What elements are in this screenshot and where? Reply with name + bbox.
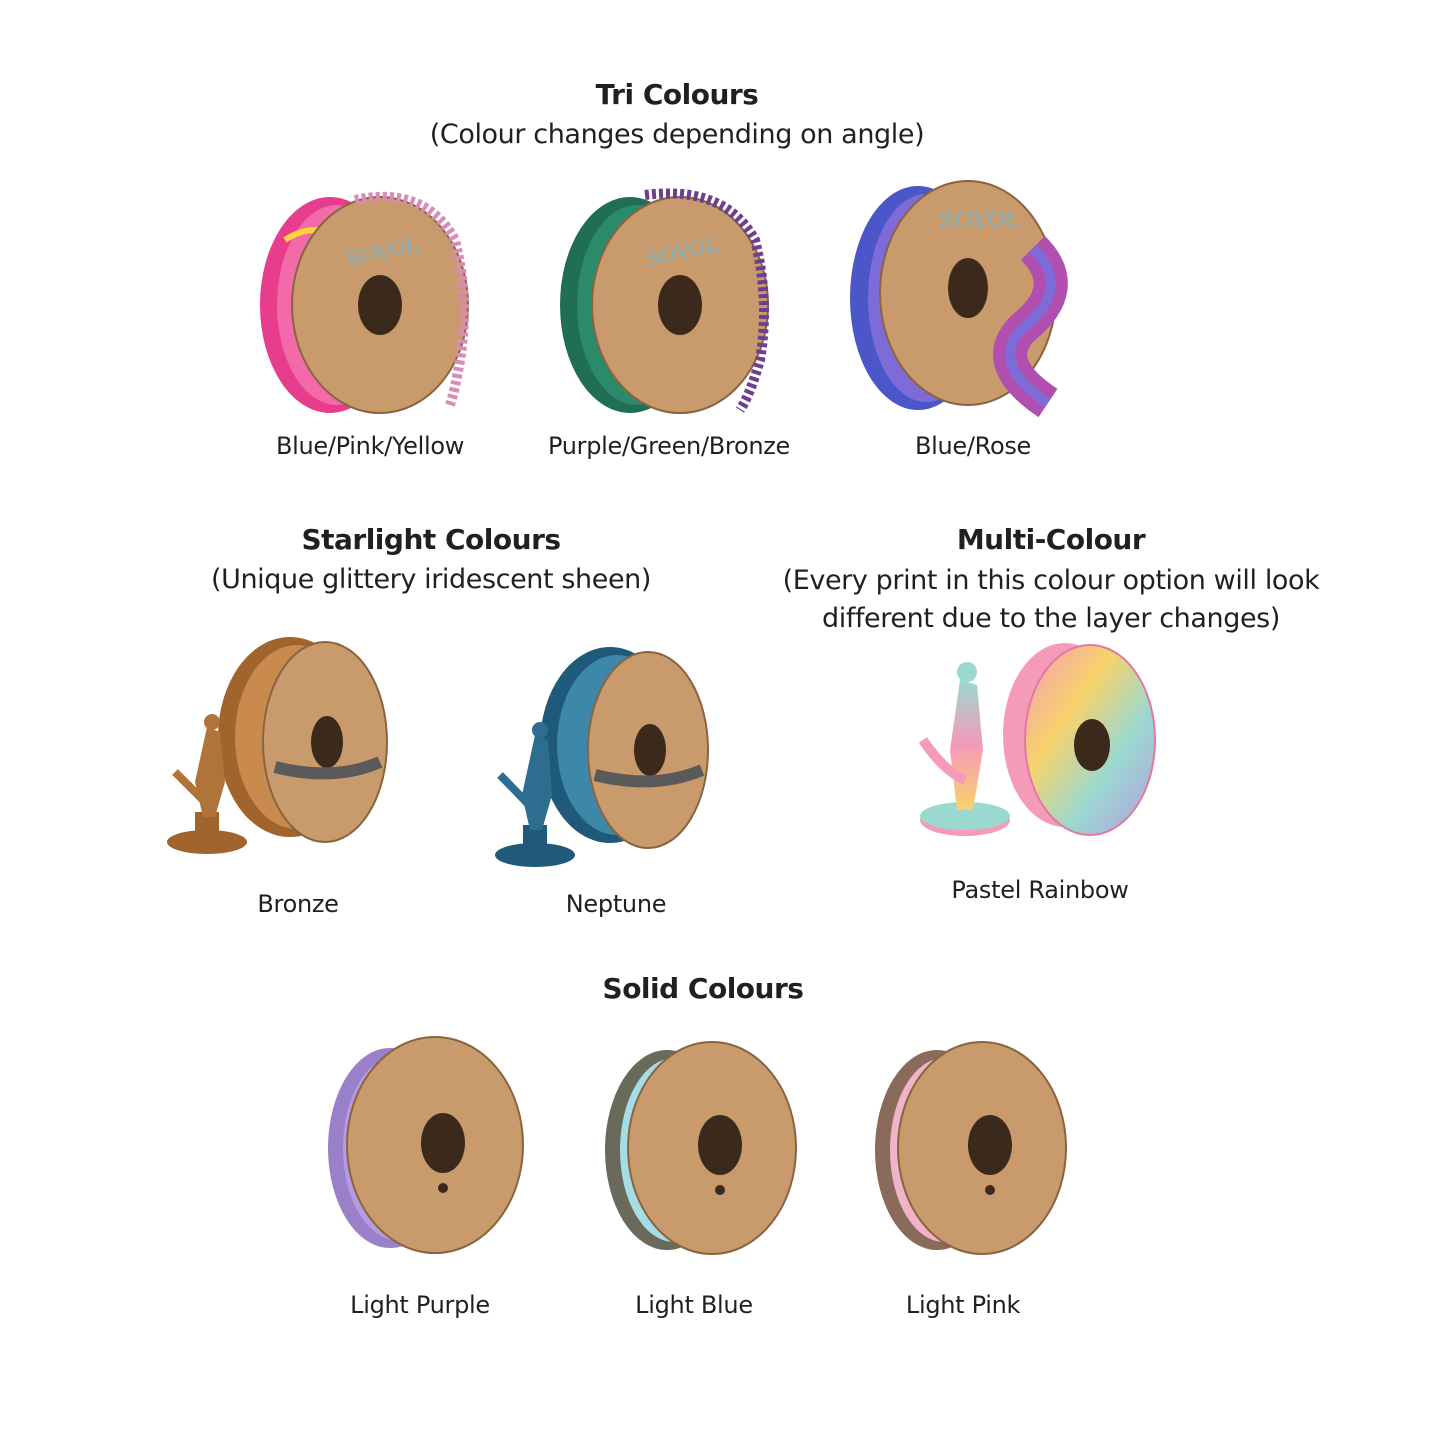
- caption-purple-green-bronze: Purple/Green/Bronze: [547, 432, 790, 460]
- solid-colours-title: Solid Colours: [602, 972, 804, 1005]
- multi-colour-title: Multi-Colour: [956, 523, 1146, 556]
- starlight-colours-title: Starlight Colours: [301, 523, 561, 556]
- spool-image-neptune: [490, 645, 720, 875]
- caption-light-purple: Light Purple: [350, 1291, 490, 1319]
- caption-pastel-rainbow: Pastel Rainbow: [951, 876, 1129, 904]
- multi-colour-subtitle-line2: different due to the layer changes): [822, 603, 1280, 634]
- spool-image-light-pink: [862, 1040, 1077, 1265]
- spool-image-blue-pink-yellow: SOVOL: [255, 180, 495, 420]
- spool-image-blue-rose: SOVOL: [848, 178, 1088, 428]
- tri-colours-title: Tri Colours: [595, 78, 759, 111]
- caption-bronze: Bronze: [257, 890, 339, 918]
- starlight-colours-subtitle: (Unique glittery iridescent sheen): [210, 564, 652, 595]
- spool-image-bronze: [165, 632, 395, 862]
- spool-image-pastel-rainbow: [915, 640, 1165, 850]
- multi-colour-subtitle-line1: (Every print in this colour option will …: [782, 565, 1320, 596]
- caption-blue-pink-yellow: Blue/Pink/Yellow: [275, 432, 465, 460]
- svg-text:SOVOL: SOVOL: [940, 209, 1021, 234]
- spool-image-light-purple: [315, 1033, 530, 1258]
- caption-light-pink: Light Pink: [905, 1291, 1021, 1319]
- caption-light-blue: Light Blue: [635, 1291, 753, 1319]
- spool-image-light-blue: [592, 1040, 807, 1265]
- caption-neptune: Neptune: [565, 890, 667, 918]
- caption-blue-rose: Blue/Rose: [914, 432, 1032, 460]
- tri-colours-subtitle: (Colour changes depending on angle): [429, 119, 925, 150]
- spool-image-purple-green-bronze: SOVOL: [555, 180, 795, 420]
